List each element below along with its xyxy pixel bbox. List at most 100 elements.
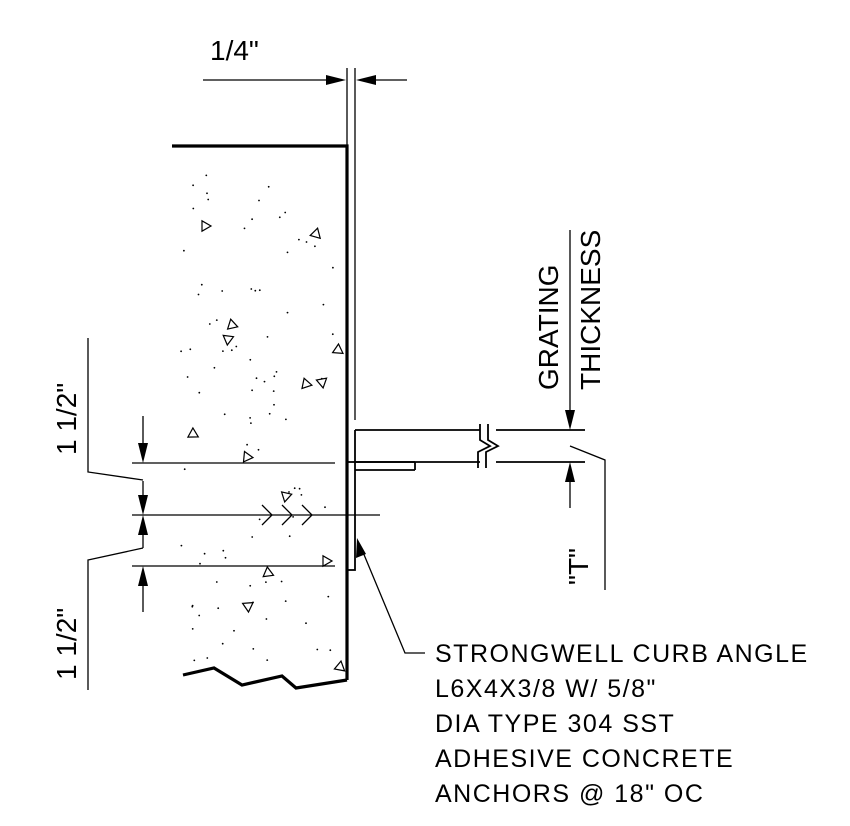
aggregate-speck xyxy=(198,614,201,617)
t-dimension-label: "T" xyxy=(563,548,594,585)
aggregate-speck xyxy=(224,556,227,559)
aggregate-speck xyxy=(288,491,290,493)
aggregate-speck xyxy=(329,649,332,652)
aggregate-speck xyxy=(222,350,224,352)
anchor-chevron-3 xyxy=(301,504,313,526)
aggregate-speck xyxy=(208,323,211,325)
aggregate-speck xyxy=(327,595,330,598)
aggregate-speck xyxy=(180,544,183,547)
upper-dim-top-arrow xyxy=(138,443,148,463)
aggregate-speck xyxy=(288,535,291,538)
top-gap-dimension: 1/4" xyxy=(203,35,407,420)
aggregate-speck xyxy=(305,622,307,625)
aggregate-speck xyxy=(251,389,254,392)
aggregate-speck xyxy=(192,207,195,210)
aggregate-speck xyxy=(273,403,275,406)
aggregate-speck xyxy=(191,628,194,630)
grating xyxy=(354,424,585,468)
aggregate-speck xyxy=(252,601,254,604)
aggregate-speck xyxy=(332,266,334,269)
grating-dim-lower-arrow xyxy=(565,462,575,482)
aggregate-triangle xyxy=(262,565,275,578)
aggregate-speck xyxy=(203,552,206,555)
aggregate-speck xyxy=(263,380,266,383)
aggregate-speck xyxy=(183,468,186,471)
aggregate-speck xyxy=(249,417,252,419)
note-line-5: ANCHORS @ 18" OC xyxy=(435,780,704,808)
lower-dim-text-leader xyxy=(87,547,144,690)
t-label-leader xyxy=(569,445,606,590)
aggregate-speck xyxy=(186,376,189,378)
aggregate-speck xyxy=(250,288,253,290)
aggregate-triangle xyxy=(186,426,200,438)
aggregate-speck xyxy=(197,293,200,296)
aggregate-speck xyxy=(267,185,270,188)
aggregate-speck xyxy=(199,562,201,565)
lower-dim-top-arrow xyxy=(138,515,148,535)
aggregate-speck xyxy=(298,487,301,490)
aggregate-speck xyxy=(258,289,261,292)
wall-break-line xyxy=(182,666,348,690)
aggregate-triangle xyxy=(222,334,235,347)
edge-distance-dimensions: 1 1/2" 1 1/2" xyxy=(51,338,380,690)
lower-edge-dimension-text: 1 1/2" xyxy=(51,608,82,680)
aggregate-speck xyxy=(298,238,300,241)
aggregate-speck xyxy=(293,487,296,490)
aggregate-speck xyxy=(230,349,233,352)
aggregate-speck xyxy=(257,448,260,451)
aggregate-speck xyxy=(200,283,203,286)
aggregate-speck xyxy=(268,412,271,415)
aggregate-speck xyxy=(280,580,283,583)
aggregate-speck xyxy=(250,422,252,424)
aggregate-speck xyxy=(251,218,254,221)
aggregate-speck xyxy=(272,390,275,392)
aggregate-speck xyxy=(198,391,201,394)
aggregate-speck xyxy=(246,443,249,446)
aggregate-triangle xyxy=(333,659,346,672)
aggregate-speck xyxy=(192,184,195,187)
grating-dim-upper-arrow xyxy=(565,410,575,430)
aggregate-speck xyxy=(252,648,255,650)
note-line-2: L6X4X3/8 W/ 5/8" xyxy=(435,675,657,703)
aggregate-speck xyxy=(183,249,185,252)
curb-angle-vertical-leg xyxy=(346,461,356,571)
aggregate-speck xyxy=(217,607,220,610)
aggregate-triangle xyxy=(226,318,239,330)
upper-edge-dimension-text: 1 1/2" xyxy=(51,383,82,455)
aggregate-speck xyxy=(221,290,224,292)
grating-label-line2: THICKNESS xyxy=(575,230,606,390)
grating-label-line1: GRATING xyxy=(533,265,564,390)
aggregate-speck xyxy=(300,494,303,496)
aggregate-speck xyxy=(249,358,252,361)
aggregate-speck xyxy=(206,192,208,195)
aggregate-speck xyxy=(249,584,252,587)
aggregate-speck xyxy=(233,629,235,632)
concrete-aggregate xyxy=(180,174,346,672)
aggregate-speck xyxy=(251,536,254,538)
wall-outline xyxy=(172,144,349,680)
aggregate-triangle xyxy=(322,554,334,568)
aggregate-speck xyxy=(191,605,194,608)
aggregate-speck xyxy=(265,581,267,583)
aggregate-speck xyxy=(215,581,218,583)
aggregate-speck xyxy=(286,251,289,254)
aggregate-triangle xyxy=(315,377,328,390)
anchor-chevron-1 xyxy=(261,504,273,526)
aggregate-triangle xyxy=(241,601,254,614)
top-gap-dimension-text: 1/4" xyxy=(210,35,259,66)
curb-angle-callout: STRONGWELL CURB ANGLE L6X4X3/8 W/ 5/8" D… xyxy=(356,538,807,808)
aggregate-speck xyxy=(266,659,269,661)
aggregate-speck xyxy=(322,303,325,306)
grating-thickness-dimension: GRATING THICKNESS "T" xyxy=(533,230,606,590)
aggregate-speck xyxy=(273,375,276,378)
aggregate-speck xyxy=(316,648,319,651)
aggregate-triangle xyxy=(280,491,293,504)
lower-dim-bottom-arrow xyxy=(138,566,148,586)
aggregate-speck xyxy=(331,333,334,336)
aggregate-speck xyxy=(275,371,278,373)
top-gap-right-arrow xyxy=(356,75,376,85)
grating-break-left xyxy=(477,424,492,468)
anchor-chevron-2 xyxy=(281,504,293,526)
aggregate-speck xyxy=(292,516,294,518)
